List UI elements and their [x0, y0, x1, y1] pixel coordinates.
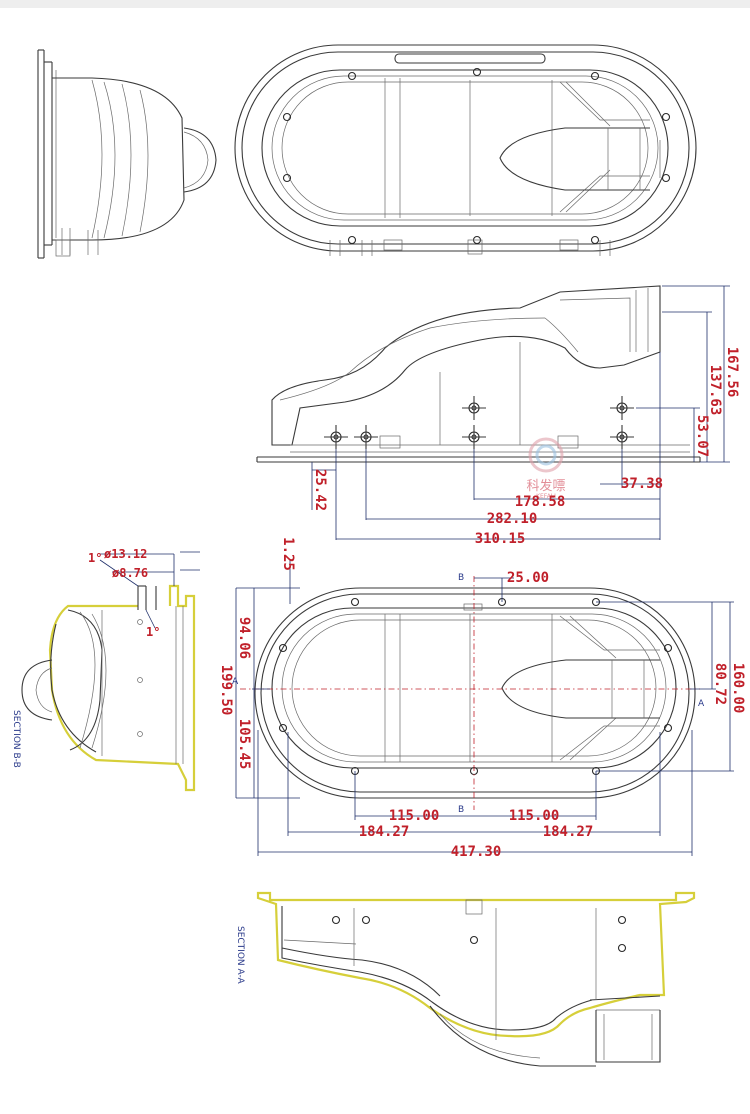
dim-282-10: 282.10	[487, 511, 538, 527]
section-a-a-view	[256, 891, 696, 1067]
dim-37-38: 37.38	[621, 476, 663, 492]
section-mark-b-bottom: B	[458, 805, 464, 815]
dim-angle-top: 1°	[88, 551, 102, 565]
dim-hole-large: ø13.12	[104, 547, 147, 561]
plan-view-top	[234, 44, 697, 256]
dim-angle-bottom: 1°	[146, 625, 160, 639]
dim-115-00-left: 115.00	[389, 808, 440, 824]
dim-310-15: 310.15	[475, 531, 526, 547]
side-bolt	[462, 396, 486, 420]
dim-1-25: 1.25	[280, 537, 296, 571]
section-mark-a-right: A	[698, 699, 705, 709]
dim-417-30: 417.30	[451, 844, 502, 860]
dim-115-00-right: 115.00	[509, 808, 560, 824]
dim-hole-small: ø8.76	[112, 566, 148, 580]
section-mark-b-top: B	[458, 573, 464, 583]
section-mark-a-left: A	[232, 677, 239, 687]
section-a-a-label: SECTION A-A	[235, 926, 245, 985]
dim-167-56: 167.56	[724, 347, 740, 398]
dim-137-63: 137.63	[707, 365, 723, 416]
dim-25-00: 25.00	[507, 570, 549, 586]
dim-160-00: 160.00	[730, 663, 746, 714]
dim-184-27-left: 184.27	[359, 824, 410, 840]
dim-80-72: 80.72	[712, 663, 728, 705]
dim-25-42: 25.42	[312, 469, 328, 511]
side-bolt	[610, 396, 634, 420]
dim-53-07: 53.07	[694, 415, 710, 457]
section-b-b-view	[21, 551, 200, 792]
dim-105-45: 105.45	[236, 719, 252, 770]
side-elevation	[256, 285, 730, 540]
section-b-b-label: SECTION B-B	[11, 710, 21, 768]
dim-178-58: 178.58	[515, 494, 566, 510]
watermark-brand-en: KEFALI	[536, 493, 556, 500]
end-view-top-left	[37, 49, 217, 259]
side-bolt	[610, 425, 634, 449]
side-bolt	[462, 425, 486, 449]
dim-184-27-right: 184.27	[543, 824, 594, 840]
dim-199-50: 199.50	[218, 665, 234, 716]
plan-view-main	[235, 560, 734, 856]
brand-watermark: 科发嘌 KEFALI	[526, 437, 566, 500]
side-bolt	[324, 425, 348, 449]
side-bolt	[354, 425, 378, 449]
watermark-brand-cn: 科发嘌	[526, 478, 565, 494]
dim-94-06: 94.06	[236, 617, 252, 659]
top-band	[0, 0, 750, 8]
